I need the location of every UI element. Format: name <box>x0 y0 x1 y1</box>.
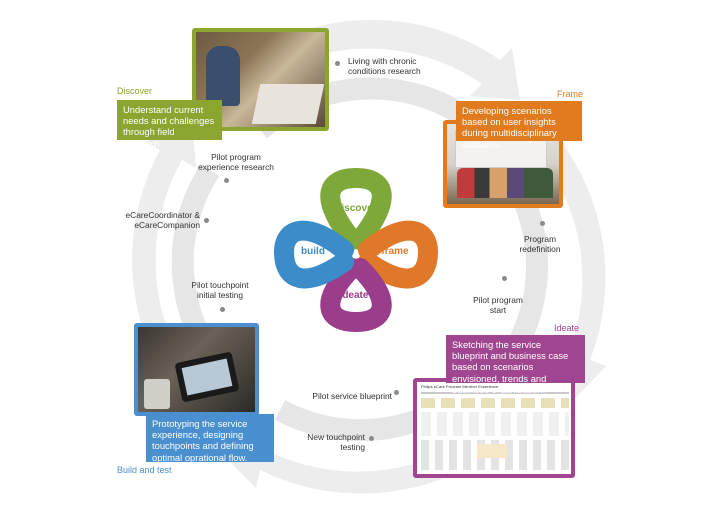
photo-discover-table <box>251 84 325 124</box>
center-label-build: build <box>301 246 325 257</box>
milestone-7: Pilot program experience research <box>198 152 274 172</box>
petal-frame <box>358 220 439 289</box>
milestone-3: Pilot service blueprint <box>312 391 392 401</box>
petal-ideate <box>320 258 392 333</box>
center-logo <box>273 167 439 333</box>
milestone-0: Living with chronic conditions research <box>348 56 421 76</box>
milestone-dot-5 <box>220 307 225 312</box>
phase-label-ideate: Ideate <box>554 323 580 333</box>
photo-frame-people <box>457 168 553 198</box>
milestone-1: Program redefinition <box>519 234 561 254</box>
blueprint-title: Philips eCare Program Member Experience <box>421 384 498 389</box>
callout-build: Prototyping the service experience, desi… <box>146 414 274 463</box>
milestone-dot-0 <box>335 61 340 66</box>
milestone-dot-1 <box>540 221 545 226</box>
petal-build <box>273 220 354 289</box>
milestone-5: Pilot touchpoint initial testing <box>191 280 249 300</box>
center-label-frame: frame <box>381 246 409 257</box>
milestone-dot-2 <box>502 276 507 281</box>
photo-ideate-blueprint: Philips eCare Program Member Experience <box>413 378 575 478</box>
milestone-dot-6 <box>204 218 209 223</box>
ring-arrow-right <box>538 140 606 404</box>
center-label-ideate: ideate <box>340 290 369 301</box>
callout-ideate: Sketching the service blueprint and busi… <box>446 335 585 395</box>
phase-label-build: Build and test <box>117 465 172 475</box>
milestone-6: eCareCoordinator & eCareCompanion <box>125 210 200 230</box>
milestone-2: Pilot program start <box>473 295 523 315</box>
petal-discover <box>320 167 392 250</box>
photo-build <box>134 323 259 416</box>
photo-build-device <box>144 379 170 409</box>
milestone-dot-7 <box>224 178 229 183</box>
callout-discover: Understand current needs and challenges … <box>117 100 222 149</box>
milestone-dot-3 <box>394 390 399 395</box>
callout-frame: Developing scenarios based on user insig… <box>456 101 582 150</box>
milestone-4: New touchpoint testing <box>307 432 365 452</box>
photo-discover-person <box>206 46 240 106</box>
photo-build-tablet <box>174 351 240 403</box>
center-label-discover: discover <box>335 203 376 214</box>
phase-label-discover: Discover <box>117 86 153 96</box>
phase-label-frame: Frame <box>557 89 584 99</box>
milestone-dot-4 <box>369 436 374 441</box>
